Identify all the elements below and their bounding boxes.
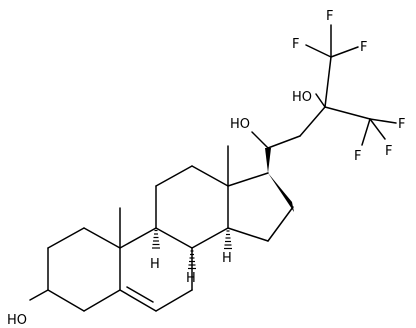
hashed-bond-c9-h bbox=[152, 229, 160, 249]
double-bond bbox=[119, 289, 157, 312]
bond-c21-c22 bbox=[299, 106, 326, 137]
bond bbox=[83, 227, 121, 249]
hydrogen-label-c14: H bbox=[222, 251, 232, 266]
bond-cf-low bbox=[361, 118, 371, 146]
wedge-bond-c17-c20 bbox=[265, 148, 271, 173]
fluorine-label-low: F bbox=[354, 149, 361, 164]
bond bbox=[191, 227, 229, 249]
side-chain bbox=[251, 24, 397, 149]
hydrogen-label-c9: H bbox=[150, 257, 160, 272]
wedge-bond-c13-c17 bbox=[268, 173, 294, 212]
bond bbox=[47, 289, 85, 312]
double-bond-inner bbox=[126, 286, 154, 303]
bond bbox=[155, 227, 193, 249]
bond bbox=[155, 165, 193, 187]
bond-c20-c21 bbox=[267, 135, 301, 149]
fluorine-label-top-right: F bbox=[360, 40, 367, 55]
bond-cf-top-left bbox=[305, 44, 332, 58]
hydroxyl-label-c20: HO bbox=[230, 117, 250, 132]
fluorine-label-right: F bbox=[398, 117, 405, 132]
bond bbox=[155, 289, 193, 312]
bond-c22-cf3-right bbox=[324, 106, 371, 120]
hydroxyl-label-c22: HO bbox=[292, 90, 312, 105]
ring-d bbox=[227, 172, 294, 242]
bond bbox=[83, 289, 121, 312]
bond-c20-oh bbox=[251, 131, 269, 149]
hashed-bond-c8-h bbox=[188, 250, 196, 270]
bond-cf-right bbox=[369, 118, 397, 124]
bond-cf-top-right bbox=[330, 46, 359, 58]
bond-c22-cf3-top bbox=[324, 56, 332, 108]
fluorine-label-right-low: F bbox=[385, 144, 392, 159]
bond-c22-oh bbox=[315, 93, 326, 108]
bond bbox=[227, 227, 269, 242]
bond bbox=[191, 165, 229, 187]
fluorine-label-top-mid: F bbox=[326, 9, 333, 24]
fluorine-label-top-left: F bbox=[292, 37, 299, 52]
ring-a bbox=[47, 227, 121, 312]
bond bbox=[227, 172, 269, 187]
bond bbox=[47, 227, 85, 249]
bond bbox=[119, 227, 157, 249]
bond-cf-right-low bbox=[369, 118, 386, 140]
bond-c3-oh bbox=[29, 289, 49, 301]
ring-c bbox=[155, 165, 229, 249]
hashed-bond-c14-h bbox=[224, 230, 232, 250]
hydrogen-label-c8: H bbox=[186, 271, 196, 286]
hydroxyl-label-c3: HO bbox=[7, 313, 27, 328]
bond bbox=[267, 206, 294, 242]
